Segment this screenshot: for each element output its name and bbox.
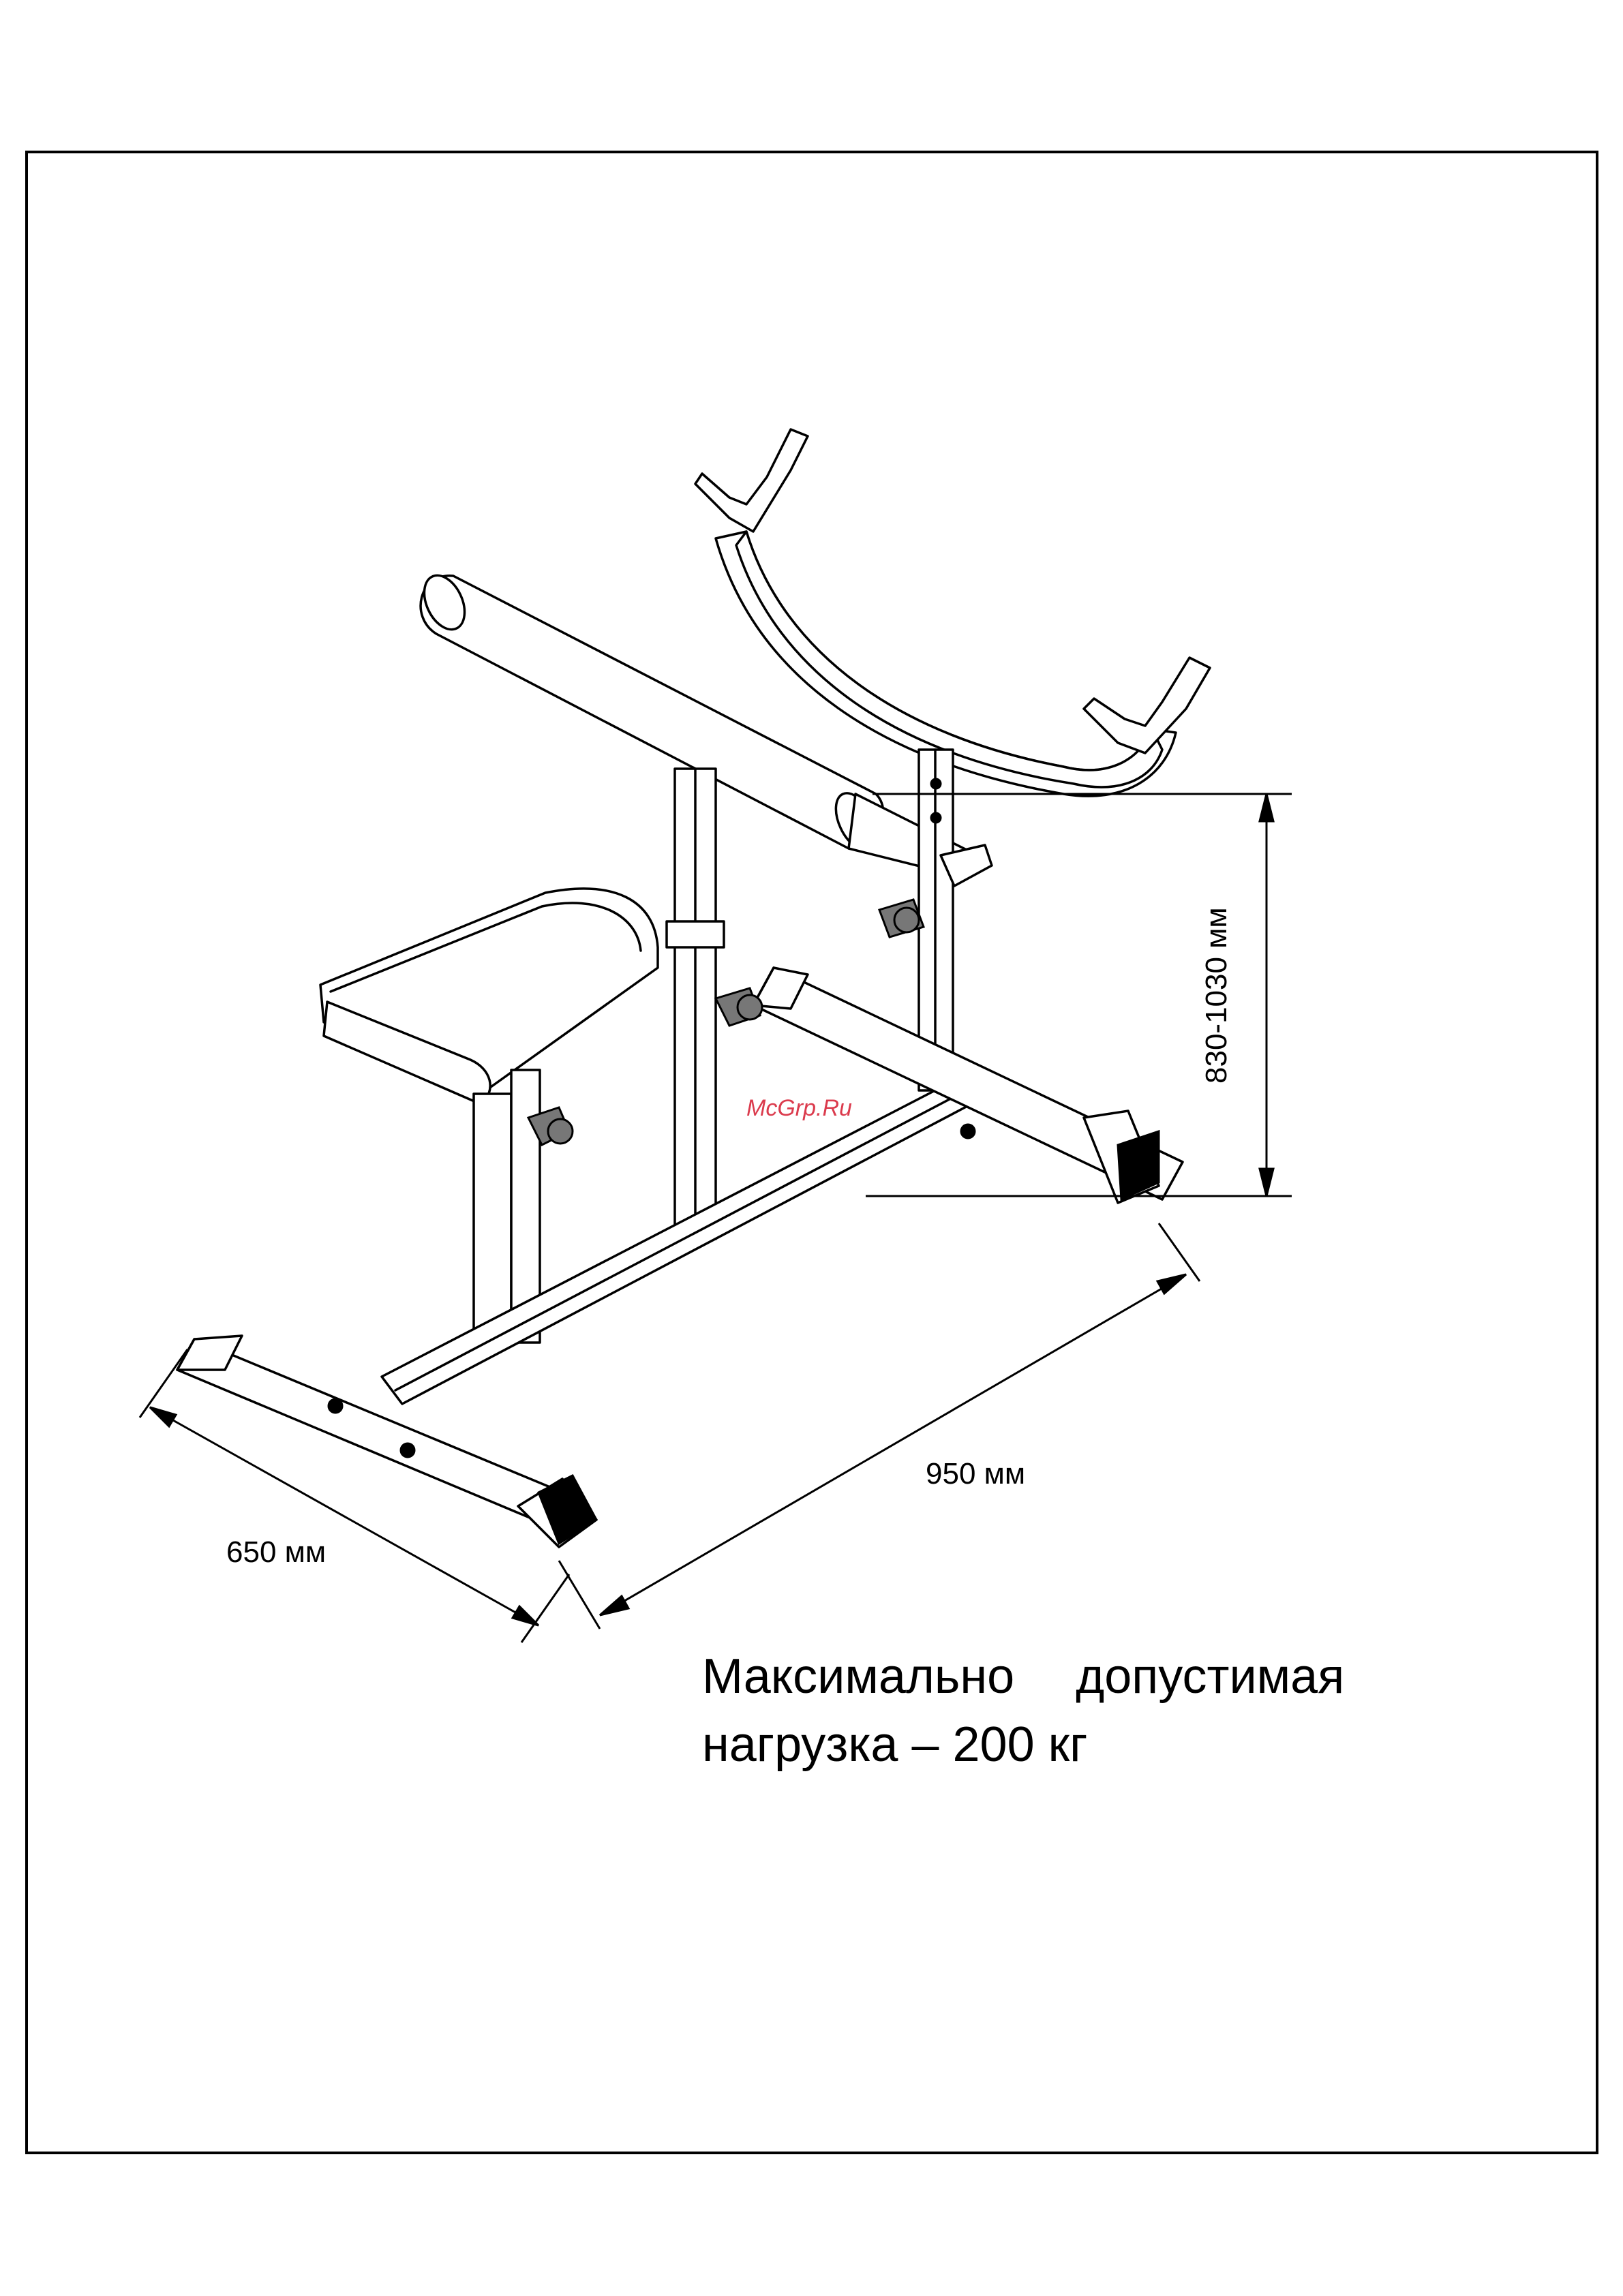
length-dimension [559,1223,1200,1629]
max-load-line-2: нагрузка – 200 кг [702,1711,1344,1779]
height-dimension-label: 830-1030 мм [1200,907,1234,1084]
depth-dimension-label: 650 мм [226,1535,326,1570]
max-load-line-1: Максимально допустимая [702,1642,1344,1711]
watermark: McGrp.Ru [746,1095,852,1122]
front-post [667,769,724,1239]
length-dimension-label: 950 мм [926,1457,1025,1491]
max-load-note: Максимально допустимая нагрузка – 200 кг [702,1642,1344,1779]
rear-post [919,750,992,1090]
